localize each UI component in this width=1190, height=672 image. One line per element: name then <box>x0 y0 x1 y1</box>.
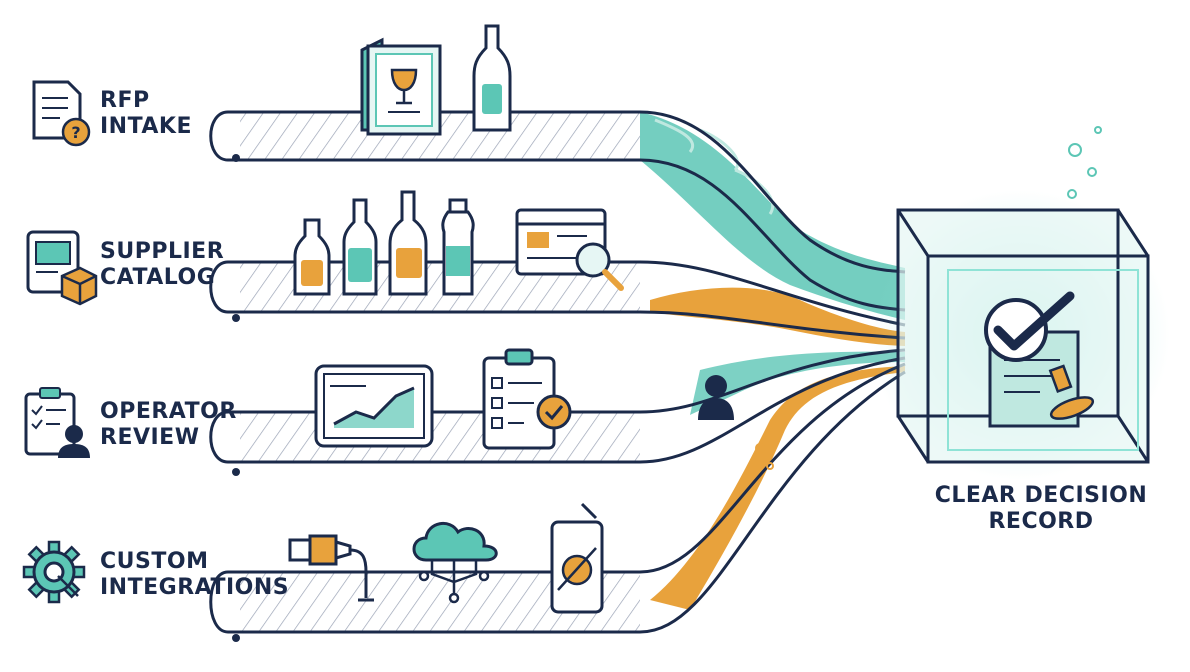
stage-label-operator-review: OPERATOR REVIEW <box>100 399 237 451</box>
teal-swirls <box>654 118 774 215</box>
integration-gear-icon <box>22 540 86 604</box>
output-label-line: RECORD <box>988 509 1094 534</box>
teal-bottle-icon <box>342 198 378 296</box>
amber-bottle-icon-2 <box>388 190 428 296</box>
water-bottle-icon <box>441 198 475 296</box>
teal-stream-lower <box>690 351 905 415</box>
conveyor-belt-1 <box>209 110 640 162</box>
glass-bottle-icon <box>472 24 512 132</box>
cloud-network-icon <box>412 522 498 604</box>
stage-label-line: OPERATOR <box>100 399 237 424</box>
amber-bottle-icon-1 <box>293 218 331 296</box>
stage-label-custom-integrations: CUSTOM INTEGRATIONS <box>100 549 289 601</box>
stage-label-line: INTAKE <box>100 114 192 139</box>
decision-record-cube-icon <box>870 190 1170 480</box>
tablet-chart-icon <box>314 364 434 448</box>
output-label-line: CLEAR DECISION <box>934 483 1148 508</box>
amber-stream-lower <box>650 366 905 610</box>
output-label-clear-decision-record: CLEAR DECISION RECORD <box>930 483 1152 535</box>
stage-label-line: INTEGRATIONS <box>100 575 290 600</box>
operator-review-icon <box>24 387 90 458</box>
stage-label-rfp-intake: RFP INTAKE <box>100 88 192 140</box>
person-silhouette-icon <box>698 375 734 420</box>
bubbles <box>1067 126 1102 199</box>
stage-label-line: SUPPLIER <box>100 239 225 264</box>
stage-label-supplier-catalog: SUPPLIER CATALOG <box>100 239 224 291</box>
usb-plug-icon <box>288 534 374 602</box>
wine-menu-icon <box>360 37 442 136</box>
svg-text:?: ? <box>71 123 80 142</box>
stage-label-line: RFP <box>100 88 150 113</box>
flow-ribbons <box>230 110 906 634</box>
soda-can-icon <box>550 502 604 614</box>
checklist-clipboard-icon <box>482 348 572 450</box>
browser-search-icon <box>515 208 624 291</box>
stage-label-line: REVIEW <box>100 425 200 450</box>
stage-label-line: CUSTOM <box>100 549 209 574</box>
supplier-catalog-icon <box>26 230 98 306</box>
stage-label-line: CATALOG <box>100 265 216 290</box>
teal-stream <box>640 112 905 320</box>
rfp-document-icon: ? <box>32 80 91 147</box>
amber-bubbles <box>755 426 780 470</box>
